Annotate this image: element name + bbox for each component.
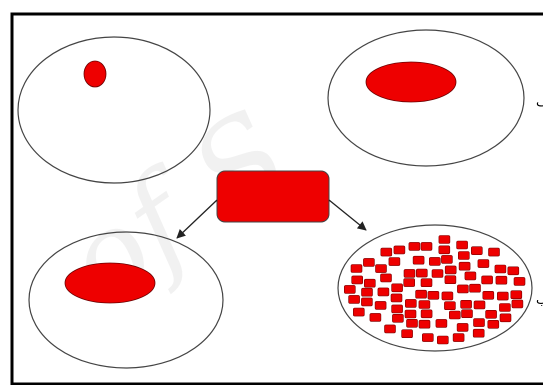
fragment-block bbox=[457, 285, 468, 293]
fragment-block bbox=[416, 269, 427, 277]
fragment-block bbox=[441, 255, 452, 263]
fragment-block bbox=[344, 285, 355, 293]
fragment-block bbox=[459, 262, 470, 270]
fragment-block bbox=[514, 277, 525, 285]
fragment-block bbox=[419, 301, 430, 309]
fragment-block bbox=[489, 248, 500, 256]
fragment-block bbox=[437, 336, 448, 344]
fragment-block bbox=[404, 279, 415, 287]
fragment-block bbox=[419, 320, 430, 328]
fragment-block bbox=[363, 258, 374, 266]
fragment-block bbox=[351, 265, 362, 273]
arrow-right bbox=[329, 200, 366, 230]
fragment-block bbox=[449, 311, 460, 319]
fragment-block bbox=[421, 242, 432, 250]
fragment-block bbox=[432, 270, 443, 278]
fragment-block bbox=[409, 242, 420, 250]
fragment-group bbox=[344, 236, 525, 345]
fragment-block bbox=[389, 258, 400, 266]
fragment-block bbox=[471, 247, 482, 255]
fragment-block bbox=[511, 291, 522, 299]
fragment-block bbox=[444, 302, 455, 310]
fragment-block bbox=[439, 246, 450, 254]
fragment-block bbox=[457, 241, 468, 249]
fragment-block bbox=[488, 320, 499, 328]
fragment-block bbox=[478, 260, 489, 268]
fragment-block bbox=[442, 292, 453, 300]
fragment-block bbox=[422, 334, 433, 342]
fragment-block bbox=[392, 305, 403, 313]
fragment-block bbox=[375, 301, 386, 309]
fragment-block bbox=[474, 301, 485, 309]
fragment-block bbox=[394, 246, 405, 254]
fragment-block bbox=[381, 274, 392, 282]
fragment-block bbox=[436, 319, 447, 327]
fragment-block bbox=[483, 291, 494, 299]
fragment-block bbox=[461, 300, 472, 308]
fragment-block bbox=[470, 284, 481, 292]
fragment-block bbox=[482, 276, 493, 284]
fragment-block bbox=[381, 248, 392, 256]
fragment-block bbox=[370, 313, 381, 321]
fragment-block bbox=[458, 252, 469, 260]
medium-nucleus bbox=[366, 62, 456, 102]
fragment-block bbox=[352, 276, 363, 284]
fragment-block bbox=[421, 279, 432, 287]
fragment-block bbox=[496, 276, 507, 284]
fragment-block bbox=[497, 292, 508, 300]
fragment-block bbox=[362, 288, 373, 296]
large-nucleus bbox=[65, 263, 155, 303]
fragment-block bbox=[508, 267, 519, 275]
fragment-block bbox=[428, 291, 439, 299]
fragment-block bbox=[439, 236, 450, 244]
fragment-block bbox=[495, 265, 506, 273]
fragment-block bbox=[407, 319, 418, 327]
fragment-block bbox=[416, 290, 427, 298]
fragment-block bbox=[364, 279, 375, 287]
fragment-block bbox=[499, 304, 510, 312]
fragment-block bbox=[465, 272, 476, 280]
fragment-block bbox=[404, 269, 415, 277]
fragment-block bbox=[462, 310, 473, 318]
fragment-block bbox=[376, 265, 387, 273]
fragment-block bbox=[413, 256, 424, 264]
fragment-block bbox=[512, 300, 523, 308]
fragment-block bbox=[429, 257, 440, 265]
fragment-block bbox=[474, 319, 485, 327]
fragment-block bbox=[349, 295, 360, 303]
fragment-block bbox=[385, 325, 396, 333]
label-bottom-right: ب bbox=[536, 293, 543, 308]
fragment-block bbox=[353, 308, 364, 316]
fragment-block bbox=[457, 323, 468, 331]
fragment-block bbox=[500, 314, 511, 322]
fragment-block bbox=[405, 299, 416, 307]
small-nucleus bbox=[84, 61, 106, 87]
fragment-block bbox=[473, 329, 484, 337]
fragment-block bbox=[392, 284, 403, 292]
fragment-block bbox=[391, 294, 402, 302]
fragment-block bbox=[405, 310, 416, 318]
central-block bbox=[217, 171, 329, 222]
fragment-block bbox=[392, 314, 403, 322]
fragment-block bbox=[445, 276, 456, 284]
fragment-block bbox=[453, 334, 464, 342]
fragment-block bbox=[445, 266, 456, 274]
fragment-block bbox=[361, 298, 372, 306]
fragment-block bbox=[421, 310, 432, 318]
fragment-block bbox=[378, 288, 389, 296]
label-top-right: ف bbox=[536, 95, 543, 110]
fragment-block bbox=[402, 330, 413, 338]
fragment-block bbox=[486, 310, 497, 318]
